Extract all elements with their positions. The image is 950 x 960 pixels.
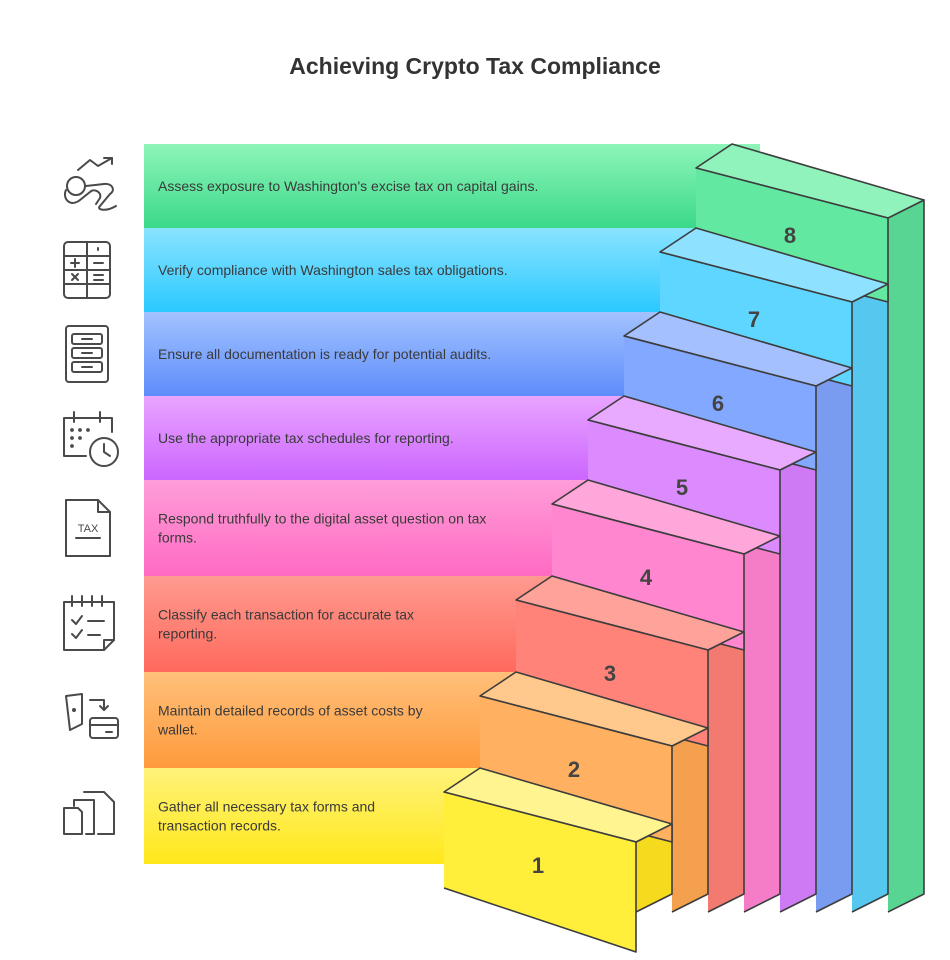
- calendar-checklist-icon: [63, 595, 115, 651]
- tax-icon-lettering: TAX: [78, 523, 99, 535]
- step-labels: Gather all necessary tax forms and transa…: [157, 178, 538, 834]
- calendar-clock-icon: [63, 411, 119, 467]
- step-side-8: [887, 199, 925, 913]
- documents-icon: [63, 791, 115, 835]
- step-label-6-line-1: Ensure all documentation is ready for po…: [158, 346, 491, 362]
- step-band-8: [144, 144, 760, 228]
- step-number-2: 2: [568, 757, 580, 782]
- step-label-1-line-1: Gather all necessary tax forms and: [158, 799, 375, 815]
- capital-gains-icon: [64, 157, 117, 211]
- calculator-icon: [63, 241, 111, 299]
- tax-document-icon: TAX: [65, 499, 111, 557]
- step-number-7: 7: [748, 307, 760, 332]
- step-number-5: 5: [676, 475, 688, 500]
- step-label-2-line-2: wallet.: [157, 722, 198, 738]
- step-number-8: 8: [784, 223, 796, 248]
- step-label-4-line-2: forms.: [158, 530, 197, 546]
- step-label-5-line-1: Use the appropriate tax schedules for re…: [158, 430, 454, 446]
- step-label-8-line-1: Assess exposure to Washington's excise t…: [158, 178, 538, 194]
- wallet-transfer-icon: [65, 693, 119, 739]
- step-label-4-line-1: Respond truthfully to the digital asset …: [158, 511, 486, 527]
- step-number-4: 4: [640, 565, 653, 590]
- step-side-5: [779, 451, 817, 913]
- step-number-3: 3: [604, 661, 616, 686]
- step-label-3-line-1: Classify each transaction for accurate t…: [158, 607, 414, 623]
- page-title: Achieving Crypto Tax Compliance: [289, 53, 660, 79]
- staircase: 8 7 6 5 4 3 2 1: [443, 143, 925, 953]
- step-side-6: [815, 367, 853, 913]
- step-band-7: [144, 228, 752, 312]
- step-side-4: [743, 535, 781, 913]
- step-riser-1: [443, 791, 637, 953]
- step-side-2: [671, 727, 709, 913]
- filing-cabinet-icon: [65, 325, 109, 383]
- step-side-3: [707, 631, 745, 913]
- step-label-1-line-2: transaction records.: [158, 818, 281, 834]
- step-label-2-line-1: Maintain detailed records of asset costs…: [158, 703, 423, 719]
- step-icons: TAX: [63, 157, 119, 835]
- step-label-3-line-2: reporting.: [158, 626, 217, 642]
- step-label-7-line-1: Verify compliance with Washington sales …: [158, 262, 508, 278]
- step-number-6: 6: [712, 391, 724, 416]
- step-side-7: [851, 283, 889, 913]
- step-number-1: 1: [532, 853, 544, 878]
